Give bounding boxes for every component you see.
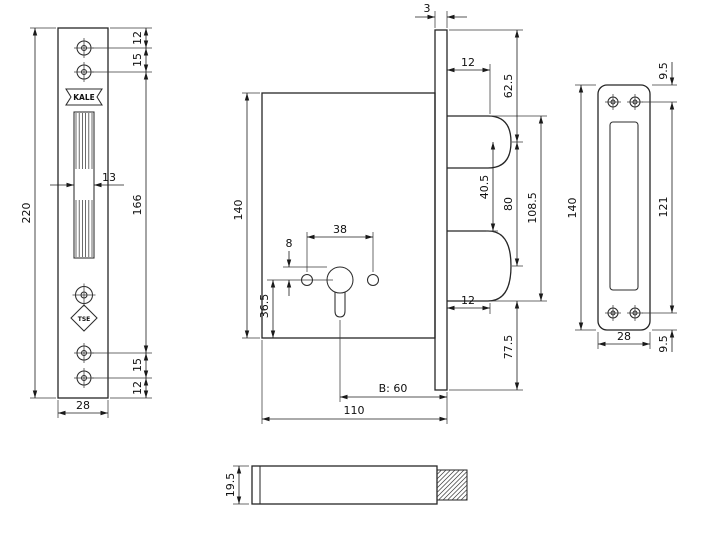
lock-body-side-view: 140 38 8 36.5 B: 60 110 3 12 62.5 40.5 8… [232,2,547,424]
dim-cyl-to-bottom: 36.5 [258,294,271,319]
faceplate-dimensions: 220 12 15 166 15 12 13 28 [20,28,149,416]
dim-top-margin: 9.5 [657,62,670,80]
screw-hole [74,62,94,82]
latch-bolt [447,115,512,169]
dim-faceplate-width: 28 [76,399,90,412]
extension-lines [233,465,249,505]
keyway-ribs [75,113,93,169]
screw-hole [74,38,94,58]
dim-bolt-thickness: 19.5 [224,473,237,498]
dim-strike-height: 140 [566,198,579,219]
dim-bolt-throw: 12 [461,294,475,307]
screw-hole [605,305,621,321]
cylinder-fix-hole [72,283,96,307]
brand-logo-text: KALE [73,93,95,102]
dim-offset: 8 [286,237,293,250]
dim-top-offset: 12 [131,31,144,45]
dim-case-height: 140 [232,200,245,221]
faceplate-front-view: KALE TSE 220 12 15 166 [20,27,152,418]
extension-lines [575,84,677,349]
dim-strike-hole-span: 121 [657,197,670,218]
brand-logo: KALE [65,88,103,106]
dim-latch-to-bolt-top: 40.5 [478,175,491,200]
keyway-outline [73,111,95,259]
cert-diamond [70,304,98,332]
bolt-bottom-view: 19.5 [224,465,468,505]
lock-case-outline [261,92,436,339]
keyway-slot [73,111,95,259]
extension-lines [30,27,152,418]
strike-cutout [609,121,639,291]
screw-hole [74,368,94,388]
dim-case-depth: 110 [344,404,365,417]
strike-plate-view: 140 9.5 121 9.5 28 [566,62,677,353]
bolt-head-hatch [436,469,468,501]
dim-bottom-margin: 9.5 [657,335,670,353]
bolt-dimensions: 19.5 [224,466,242,504]
dim-top-to-latch: 62.5 [502,74,515,99]
dim-bolt-to-bottom: 77.5 [502,335,515,360]
dim-hole-span: 38 [333,223,347,236]
dim-faceplate-height: 220 [20,203,33,224]
dim-bottom-offset: 12 [131,381,144,395]
dim-top-spacing: 15 [131,53,144,67]
bolt-body-outline [251,465,438,505]
dim-bottom-spacing: 15 [131,358,144,372]
keyway-ribs [75,200,93,257]
dim-backset: B: 60 [379,382,408,395]
cert-logo: TSE [70,304,98,332]
strike-plate-outline [597,84,651,331]
faceplate-edge [434,29,448,391]
dim-latch-bolt-span: 108.5 [526,192,539,224]
screw-hole [74,343,94,363]
screw-hole [605,94,621,110]
dim-latch-to-bolt: 80 [502,197,515,211]
screw-hole [627,305,643,321]
screw-hole [627,94,643,110]
dim-slot-width: 13 [102,171,116,184]
dim-hole-span: 166 [131,195,144,216]
faceplate-outline [57,27,109,399]
strike-dimensions: 140 9.5 121 9.5 28 [566,62,675,353]
dead-bolt [447,230,512,302]
cert-logo-text: TSE [78,316,91,323]
euro-cylinder-hole [326,266,354,318]
body-dimensions: 140 38 8 36.5 B: 60 110 3 12 62.5 40.5 8… [232,2,544,422]
dim-strike-width: 28 [617,330,631,343]
extension-lines [242,11,547,424]
dim-latch-throw: 12 [461,56,475,69]
brand-ribbon [65,88,103,106]
fixing-hole-right [366,273,380,287]
dim-plate-thickness: 3 [424,2,431,15]
